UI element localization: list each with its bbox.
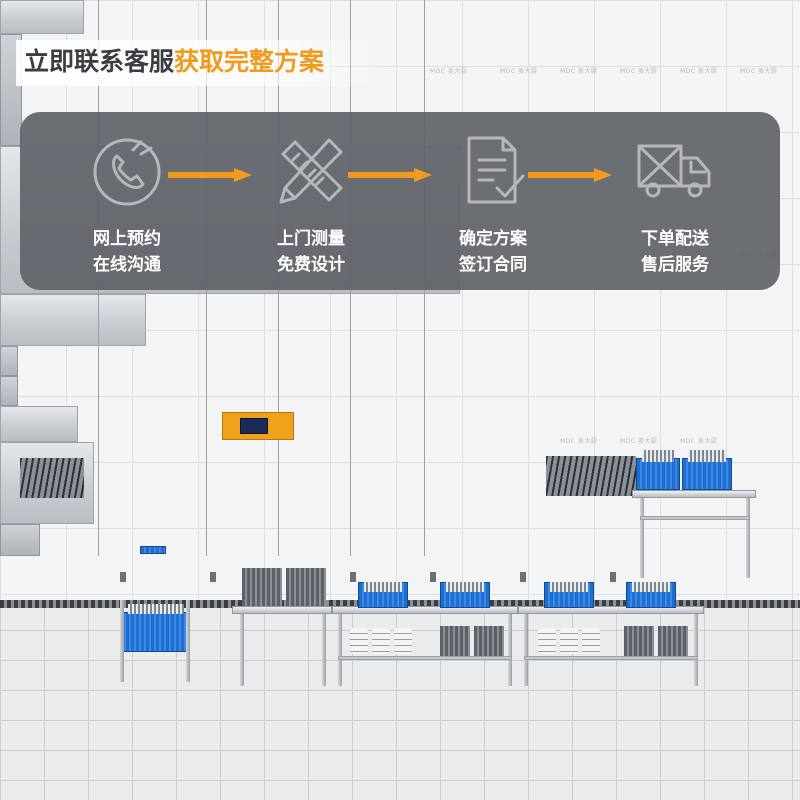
watermark: MDC 美大厨 [620, 68, 658, 75]
tiled-wall [0, 0, 800, 600]
step-subtitle: 售后服务 [641, 255, 709, 275]
watermark: MDC 美大厨 [620, 438, 658, 445]
phone-icon [87, 130, 167, 210]
right-exit-rack [546, 456, 636, 496]
cta-banner-background [16, 40, 396, 86]
basket-blue [682, 458, 732, 490]
dish-rack-stack [242, 568, 282, 606]
arrow-right-icon [168, 168, 252, 182]
dish-rack-stack [286, 568, 326, 606]
control-box [0, 406, 78, 442]
watermark: MDC 美大厨 [430, 68, 468, 75]
exit-table-top [632, 490, 756, 498]
arrow-right-icon [348, 168, 432, 182]
basket-blue [120, 612, 190, 652]
exhaust-right [0, 376, 18, 406]
step-title: 网上预约 [93, 229, 161, 249]
step-subtitle: 免费设计 [277, 255, 345, 275]
cta-banner-main-text: 立即联系客服 [24, 47, 175, 76]
watermark: MDC 美大厨 [560, 68, 598, 75]
cta-banner[interactable]: 立即联系客服获取完整方案 [24, 44, 324, 80]
watermark: MDC 美大厨 [680, 68, 718, 75]
step-subtitle: 在线沟通 [93, 255, 161, 275]
process-steps-card: 网上预约 在线沟通 上门测量 免费设计 [20, 112, 780, 290]
control-screen [240, 418, 268, 434]
exhaust-left [0, 346, 18, 376]
contract-document-icon [453, 130, 533, 210]
ruler-pencil-icon [271, 130, 351, 210]
watermark: MDC 美大厨 [740, 68, 778, 75]
step-title: 确定方案 [459, 229, 527, 249]
watermark: MDC 美大厨 [560, 438, 598, 445]
drawer-basket [140, 546, 166, 554]
step-subtitle: 签订合同 [459, 255, 527, 275]
basket-blue [636, 458, 680, 490]
arrow-right-icon [528, 168, 612, 182]
step-title: 上门测量 [277, 229, 345, 249]
tank-drawer [0, 524, 40, 556]
cta-banner-highlight-text: 获取完整方案 [174, 47, 325, 76]
watermark: MDC 美大厨 [500, 68, 538, 75]
left-feed-table [0, 0, 84, 34]
watermark: MDC 美大厨 [680, 438, 718, 445]
step-title: 下单配送 [641, 229, 709, 249]
left-feed-rack [20, 458, 84, 498]
machine-hood [0, 294, 146, 346]
delivery-truck-icon [635, 130, 715, 210]
